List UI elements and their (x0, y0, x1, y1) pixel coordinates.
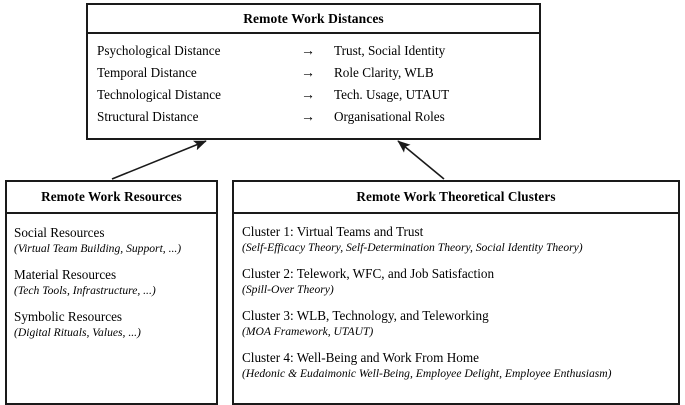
remote-work-distances-title: Remote Work Distances (88, 5, 539, 34)
right-arrow-icon: → (301, 44, 315, 59)
resource-entry-title: Symbolic Resources (14, 309, 123, 324)
distance-row: Psychological Distance → Trust, Social I… (88, 43, 539, 65)
resource-entry-examples: (Digital Rituals, Values, ...) (14, 326, 141, 339)
cluster-entry-title: Cluster 2: Telework, WFC, and Job Satisf… (242, 266, 495, 281)
resource-entry: Material Resources (Tech Tools, Infrastr… (14, 266, 216, 299)
distance-target: Role Clarity, WLB (334, 65, 434, 80)
cluster-entry: Cluster 3: WLB, Technology, and Telework… (242, 307, 678, 340)
cluster-entry-theories: (MOA Framework, UTAUT) (242, 325, 374, 338)
right-arrow-icon: → (301, 66, 315, 81)
right-arrow-icon: → (301, 88, 315, 103)
distance-row: Temporal Distance → Role Clarity, WLB (88, 65, 539, 87)
cluster-entry-theories: (Spill-Over Theory) (242, 283, 334, 296)
distance-target: Organisational Roles (334, 109, 445, 124)
remote-work-theoretical-clusters-box: Remote Work Theoretical Clusters Cluster… (232, 180, 680, 405)
distance-source: Technological Distance (97, 87, 221, 102)
resource-entry: Social Resources (Virtual Team Building,… (14, 224, 216, 257)
distance-source: Temporal Distance (97, 65, 197, 80)
distance-row: Structural Distance → Organisational Rol… (88, 109, 539, 131)
remote-work-resources-box: Remote Work Resources Social Resources (… (5, 180, 218, 405)
remote-work-distances-box: Remote Work Distances Psychological Dist… (86, 3, 541, 140)
arrow-resources-to-distances (111, 140, 207, 180)
resource-entry-title: Social Resources (14, 225, 105, 240)
cluster-entry-title: Cluster 3: WLB, Technology, and Telework… (242, 308, 489, 323)
distance-source: Psychological Distance (97, 43, 221, 58)
cluster-entry-theories: (Hedonic & Eudaimonic Well-Being, Employ… (242, 367, 612, 380)
cluster-entry: Cluster 2: Telework, WFC, and Job Satisf… (242, 265, 678, 298)
remote-work-resources-body: Social Resources (Virtual Team Building,… (7, 214, 216, 341)
distance-source: Structural Distance (97, 109, 199, 124)
cluster-entry-title: Cluster 1: Virtual Teams and Trust (242, 224, 424, 239)
resource-entry-examples: (Tech Tools, Infrastructure, ...) (14, 284, 156, 297)
distance-row: Technological Distance → Tech. Usage, UT… (88, 87, 539, 109)
cluster-entry-title: Cluster 4: Well-Being and Work From Home (242, 350, 479, 365)
right-arrow-icon: → (301, 110, 315, 125)
cluster-entry: Cluster 4: Well-Being and Work From Home… (242, 349, 678, 382)
resource-entry: Symbolic Resources (Digital Rituals, Val… (14, 308, 216, 341)
remote-work-theoretical-clusters-body: Cluster 1: Virtual Teams and Trust (Self… (234, 214, 678, 382)
distance-target: Tech. Usage, UTAUT (334, 87, 450, 102)
remote-work-theoretical-clusters-title: Remote Work Theoretical Clusters (234, 182, 678, 214)
arrow-clusters-to-distances (397, 140, 445, 180)
remote-work-resources-title: Remote Work Resources (7, 182, 216, 214)
resource-entry-examples: (Virtual Team Building, Support, ...) (14, 242, 182, 255)
remote-work-distances-body: Psychological Distance → Trust, Social I… (88, 34, 539, 131)
distance-target: Trust, Social Identity (334, 43, 446, 58)
resource-entry-title: Material Resources (14, 267, 117, 282)
cluster-entry: Cluster 1: Virtual Teams and Trust (Self… (242, 223, 678, 256)
cluster-entry-theories: (Self-Efficacy Theory, Self-Determinatio… (242, 241, 583, 254)
